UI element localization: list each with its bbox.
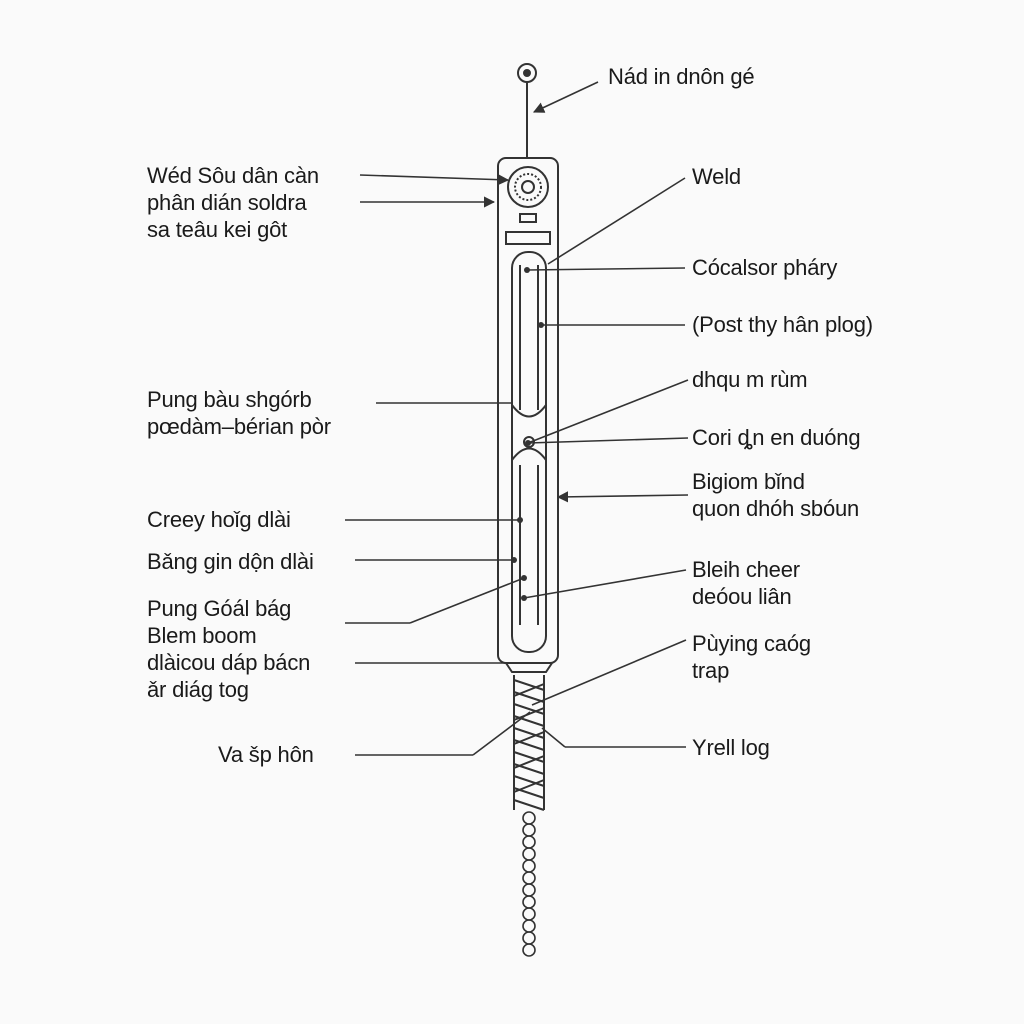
bead-chain <box>522 811 536 957</box>
label-puying: Pùying caóg trap <box>692 630 811 684</box>
label-cocalsor: Cócalsor pháry <box>692 255 838 280</box>
label-weld: Weld <box>692 164 741 189</box>
label-bleih-line-2: deóou liân <box>692 584 792 609</box>
screw-thread <box>513 675 545 811</box>
label-pung-2-line-2: Blem boom <box>147 623 257 648</box>
label-pung-2-line-4: ǎr diág tog <box>147 677 249 702</box>
label-puying-line-2: trap <box>692 658 730 683</box>
label-top-right: Nád in dnôn gé <box>608 64 755 89</box>
label-left-1-line-1: Wéd Sôu dân càn <box>147 163 319 188</box>
base-collar <box>504 662 554 673</box>
label-pung-1: Pung bàu shgórb pœdàm–bérian pòr <box>147 386 331 440</box>
label-bigiom-line-1: Bigiom bǐnd <box>692 469 805 494</box>
label-bigiom: Bigiom bǐnd quon dhóh sbóun <box>692 468 859 522</box>
label-bleih-line-1: Bleih cheer <box>692 557 800 582</box>
label-pung-2-line-1: Pung Góál bág <box>147 596 292 621</box>
label-bang: Bǎng gin dộn dlài <box>147 549 314 574</box>
label-puying-line-1: Pùying caóg <box>692 631 811 656</box>
label-post: (Post thy hân plog) <box>692 312 873 337</box>
label-dhqu: dhqu m rùm <box>692 367 808 392</box>
top-knob <box>517 63 537 158</box>
gauge-head <box>505 166 551 245</box>
label-bleih: Bleih cheer deóou liân <box>692 556 800 610</box>
label-pung-2-line-3: dlàicou dáp bácn <box>147 650 311 675</box>
label-va: Va šp hôn <box>218 742 314 767</box>
label-creey: Creey hoǐg dlài <box>147 507 291 532</box>
inner-channel <box>511 251 547 653</box>
label-left-1-line-3: sa teâu kei gôt <box>147 217 288 242</box>
label-pung-2: Pung Góál bág Blem boom dlàicou dáp bácn… <box>147 595 310 703</box>
label-cori: Cori ȡn en duóng <box>692 425 861 450</box>
label-pung-1-line-2: pœdàm–bérian pòr <box>147 414 331 439</box>
label-bigiom-line-2: quon dhóh sbóun <box>692 496 860 521</box>
label-left-1: Wéd Sôu dân càn phân dián soldra sa teâu… <box>147 162 319 243</box>
label-left-1-line-2: phân dián soldra <box>147 190 307 215</box>
valve-section <box>511 404 547 461</box>
label-yrell: Yrell log <box>692 735 770 760</box>
leader-dots <box>511 267 544 601</box>
leader-lines <box>345 81 689 756</box>
label-pung-1-line-1: Pung bàu shgórb <box>147 387 312 412</box>
